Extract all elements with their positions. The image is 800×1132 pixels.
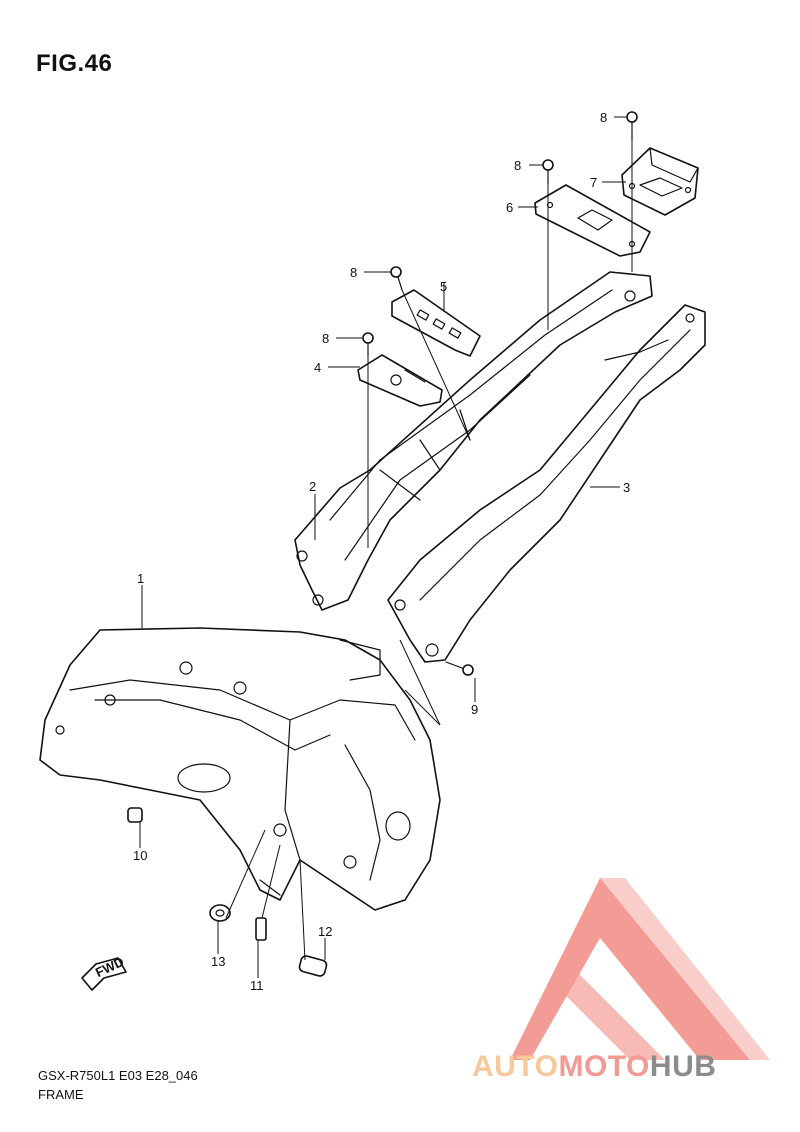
part-4-bracket[interactable] <box>357 354 443 407</box>
figure-title: FIG.46 <box>36 50 113 77</box>
callout-3[interactable]: 3 <box>623 480 630 495</box>
callout-9[interactable]: 9 <box>471 702 478 717</box>
callout-12[interactable]: 12 <box>318 924 332 939</box>
watermark-logo <box>510 878 770 1060</box>
bolt-11[interactable] <box>255 917 267 941</box>
part-2-seat-rail[interactable] <box>294 271 653 611</box>
part-5-plate[interactable] <box>391 289 481 357</box>
callout-8-plate-6[interactable]: 8 <box>514 158 521 173</box>
leader-lines <box>139 116 633 978</box>
model-code: GSX-R750L1 E03 E28_046 <box>38 1068 198 1083</box>
callout-13[interactable]: 13 <box>211 954 225 969</box>
watermark-hub: HUB <box>649 1050 717 1083</box>
callout-5[interactable]: 5 <box>440 279 447 294</box>
callout-11[interactable]: 11 <box>250 978 264 993</box>
part-7-bracket[interactable] <box>621 147 699 216</box>
callout-6[interactable]: 6 <box>506 200 513 215</box>
part-1-main-frame[interactable] <box>39 627 441 911</box>
callout-1[interactable]: 1 <box>137 571 144 586</box>
bolt-8-top[interactable] <box>626 111 638 139</box>
section-name: FRAME <box>38 1087 84 1102</box>
part-3-lower-rail[interactable] <box>387 304 706 663</box>
part-6-plate[interactable] <box>534 184 651 257</box>
bolt-8-bracket-4[interactable] <box>362 332 374 357</box>
callout-8-plate-5[interactable]: 8 <box>350 265 357 280</box>
collar-10[interactable] <box>127 807 143 823</box>
bolt-12[interactable] <box>298 955 328 977</box>
bolt-8-plate-5[interactable] <box>390 266 403 291</box>
callout-4[interactable]: 4 <box>314 360 321 375</box>
watermark-moto: MOTO <box>558 1050 650 1083</box>
washer-13[interactable] <box>209 904 231 922</box>
callout-10[interactable]: 10 <box>133 848 147 863</box>
bolt-8-plate-6[interactable] <box>542 159 554 185</box>
callout-8-bracket-4[interactable]: 8 <box>322 331 329 346</box>
fwd-arrow-icon: FWD <box>81 954 127 991</box>
callout-8-top[interactable]: 8 <box>600 110 607 125</box>
watermark-triangle-icon <box>510 878 770 1060</box>
callout-2[interactable]: 2 <box>309 479 316 494</box>
watermark-text: AUTOMOTOHUB <box>472 1050 716 1084</box>
watermark-auto: AUTO <box>472 1050 559 1083</box>
callout-7[interactable]: 7 <box>590 175 597 190</box>
bolt-9[interactable] <box>445 661 474 676</box>
